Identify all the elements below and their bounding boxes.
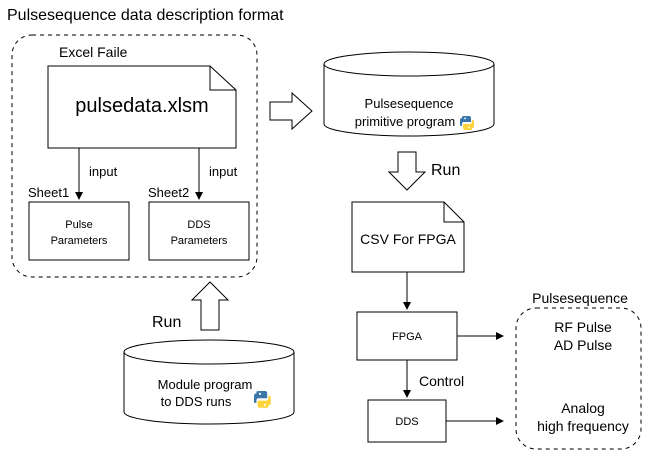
python-icon <box>460 116 474 130</box>
python-icon <box>254 391 271 408</box>
dds-box <box>367 399 447 443</box>
excel-group-label: Excel Faile <box>59 44 128 60</box>
sheet1-box-line-1: Pulse <box>65 219 93 231</box>
module-program-line-2: to DDS runs <box>161 394 232 409</box>
primitive-program-line-2: primitive program <box>355 114 455 129</box>
sheet1-box <box>28 201 130 261</box>
sheet1-box-line-2: Parameters <box>51 235 108 247</box>
module-program-node: Module program to DDS runs <box>123 339 295 425</box>
input-label-2: input <box>209 164 238 179</box>
primitive-program-line-1: Pulsesequence <box>365 96 454 111</box>
sheet2-box <box>148 201 250 261</box>
sheet2-box-line-1: DDS <box>187 219 210 231</box>
sheet1-label: Sheet1 <box>28 185 69 200</box>
diagram-title: Pulsesequence data description format <box>7 7 284 24</box>
output-analog: Analog <box>561 400 605 416</box>
sheet2-box-line-2: Parameters <box>171 235 228 247</box>
hollow-arrow-up <box>190 281 230 331</box>
excel-file-node: pulsedata.xlsm <box>47 65 237 149</box>
run-label-left: Run <box>152 314 181 331</box>
dds-label: DDS <box>395 416 418 428</box>
module-program-line-1: Module program <box>158 377 253 392</box>
csv-label: CSV For FPGA <box>360 231 456 247</box>
input-label-1: input <box>89 164 118 179</box>
excel-file-name: pulsedata.xlsm <box>75 95 208 117</box>
fpga-label: FPGA <box>392 331 423 343</box>
output-rf-pulse: RF Pulse <box>554 319 612 335</box>
control-label: Control <box>419 373 464 389</box>
output-group-border <box>515 307 642 450</box>
primitive-program-node: Pulsesequence primitive program <box>323 51 495 137</box>
output-ad-pulse: AD Pulse <box>554 337 613 353</box>
hollow-arrow-right <box>269 91 313 131</box>
csv-node: CSV For FPGA <box>351 201 465 273</box>
hollow-arrow-down <box>387 151 427 191</box>
sheet2-label: Sheet2 <box>148 185 189 200</box>
run-label-top: Run <box>431 162 460 179</box>
output-high-frequency: high frequency <box>537 418 629 434</box>
excel-group-border <box>11 34 258 278</box>
output-group-label: Pulsesequence <box>532 290 628 306</box>
